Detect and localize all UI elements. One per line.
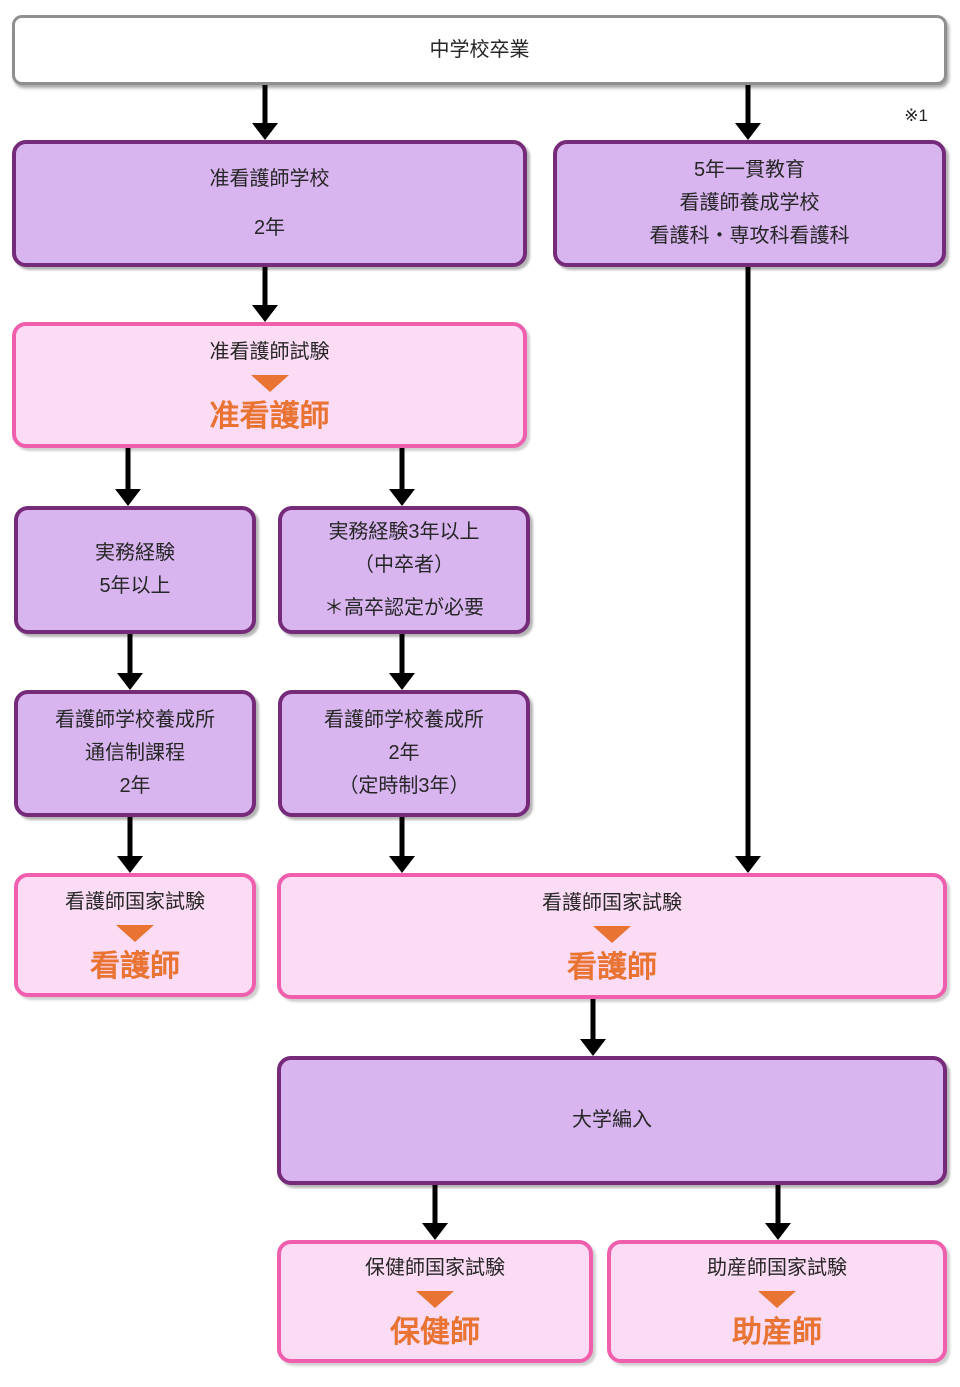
box-label-line: 准看護師学校 bbox=[209, 167, 330, 190]
box-work-experience-3y: 実務経験3年以上 （中卒者） ＊高卒認定が必要 bbox=[278, 506, 530, 634]
arrow-down-icon bbox=[735, 85, 761, 140]
box-nurse-exam-left: 看護師国家試験 看護師 bbox=[14, 873, 256, 997]
box-label-line: 5年一貫教育 bbox=[693, 159, 806, 181]
box-label-line: （定時制3年） bbox=[338, 775, 470, 797]
box-junior-high-graduation: 中学校卒業 bbox=[12, 15, 947, 85]
arrow-down-icon bbox=[117, 634, 143, 690]
box-label-line: ＊高卒認定が必要 bbox=[324, 596, 484, 619]
exam-label: 看護師国家試験 bbox=[65, 890, 205, 913]
exam-label: 助産師国家試験 bbox=[707, 1257, 847, 1279]
box-nurse-exam-main: 看護師国家試験 看護師 bbox=[277, 873, 947, 999]
box-label: 大学編入 bbox=[572, 1109, 652, 1131]
box-label-line: 看護師学校養成所 bbox=[55, 709, 215, 731]
box-label-line: 実務経験 bbox=[95, 542, 175, 564]
result-triangle-icon bbox=[416, 1291, 454, 1308]
arrow-down-icon bbox=[389, 634, 415, 690]
box-label-line: 2年 bbox=[119, 775, 151, 797]
result-label: 看護師 bbox=[567, 950, 657, 984]
result-triangle-icon bbox=[250, 374, 289, 392]
note-ref-1: ※1 bbox=[904, 106, 928, 125]
box-label: 中学校卒業 bbox=[429, 38, 530, 61]
result-label: 助産師 bbox=[732, 1316, 822, 1349]
box-label-line: 看護科・専攻科看護科 bbox=[649, 225, 850, 247]
exam-label: 看護師国家試験 bbox=[542, 891, 682, 914]
box-label-line: 看護師学校養成所 bbox=[324, 709, 484, 731]
box-five-year-program: 5年一貫教育 看護師養成学校 看護科・専攻科看護科 bbox=[553, 140, 946, 267]
arrow-down-icon bbox=[115, 448, 141, 506]
arrow-down-icon bbox=[252, 85, 278, 140]
box-assistant-nurse-school: 准看護師学校 2年 bbox=[12, 140, 527, 267]
result-label: 保健師 bbox=[390, 1316, 480, 1349]
result-triangle-icon bbox=[116, 924, 154, 942]
arrow-down-icon bbox=[765, 1185, 791, 1240]
box-assistant-nurse-exam: 准看護師試験 准看護師 bbox=[12, 322, 527, 448]
exam-label: 准看護師試験 bbox=[209, 340, 330, 363]
result-triangle-icon bbox=[593, 925, 631, 943]
arrow-down-icon bbox=[422, 1185, 448, 1240]
box-label-line: 看護師養成学校 bbox=[679, 192, 820, 214]
box-nurse-school-correspondence: 看護師学校養成所 通信制課程 2年 bbox=[14, 690, 256, 817]
box-label-line: 通信制課程 bbox=[85, 742, 185, 764]
arrow-down-long-icon bbox=[735, 267, 761, 873]
box-midwife-exam: 助産師国家試験 助産師 bbox=[607, 1240, 947, 1363]
exam-label: 保健師国家試験 bbox=[365, 1257, 505, 1279]
arrow-down-icon bbox=[389, 817, 415, 873]
arrow-down-icon bbox=[389, 448, 415, 506]
box-label-line: 2年 bbox=[388, 742, 420, 764]
box-nurse-school-2y: 看護師学校養成所 2年 （定時制3年） bbox=[278, 690, 530, 817]
box-label-line: （中卒者） bbox=[354, 553, 454, 576]
box-work-experience-5y: 実務経験 5年以上 bbox=[14, 506, 256, 634]
box-label-line: 5年以上 bbox=[99, 575, 171, 597]
box-university-transfer: 大学編入 bbox=[277, 1056, 947, 1185]
result-triangle-icon bbox=[758, 1291, 796, 1308]
arrow-down-icon bbox=[117, 817, 143, 873]
box-label-line: 2年 bbox=[253, 216, 286, 239]
result-label: 准看護師 bbox=[209, 399, 330, 433]
arrow-down-icon bbox=[580, 999, 606, 1056]
arrow-down-icon bbox=[252, 267, 278, 322]
box-public-health-nurse-exam: 保健師国家試験 保健師 bbox=[277, 1240, 593, 1363]
result-label: 看護師 bbox=[90, 949, 180, 983]
box-label-line: 実務経験3年以上 bbox=[328, 520, 480, 543]
